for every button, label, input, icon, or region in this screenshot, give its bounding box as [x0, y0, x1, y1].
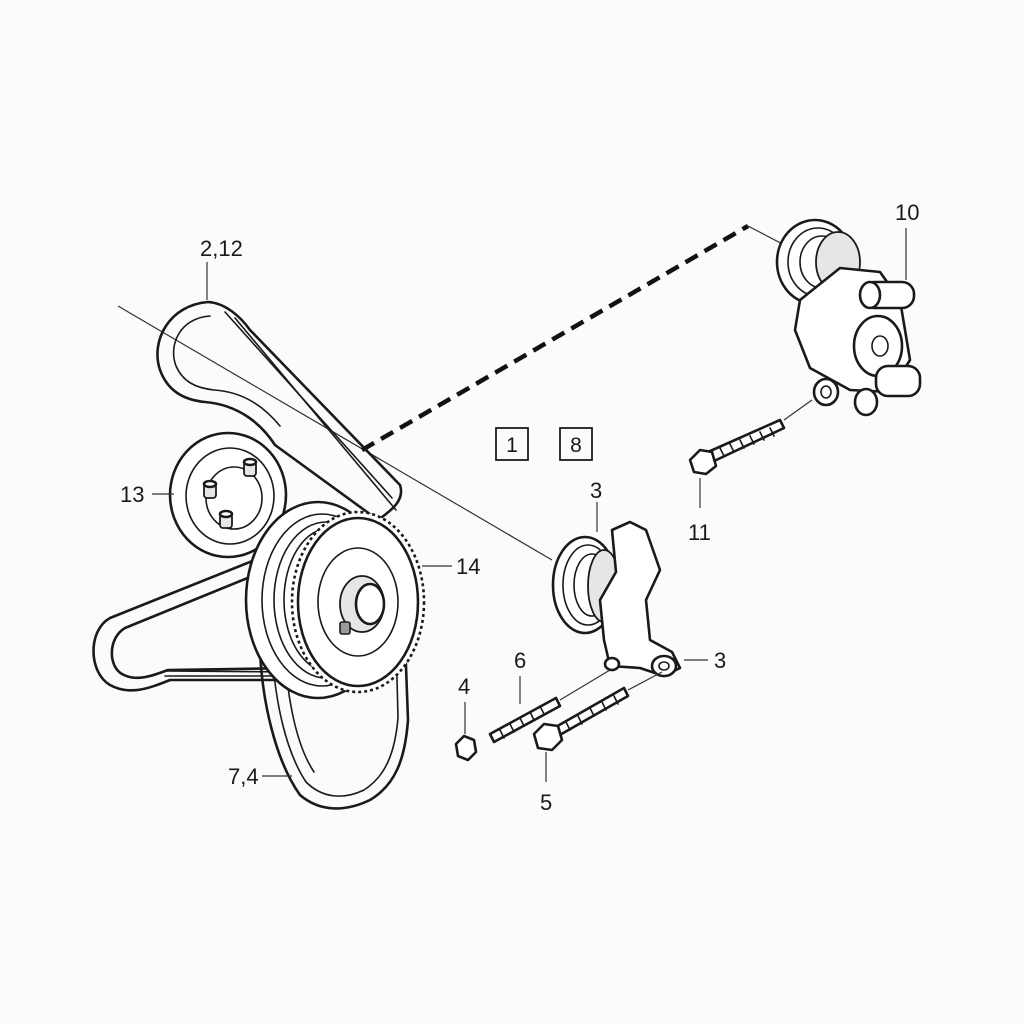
callout-belt: 2,12 [200, 236, 243, 261]
callout-bracket-right: 3 [714, 648, 726, 673]
crankshaft-pulley [244, 500, 426, 700]
callout-bracket-bolt: 6 [514, 648, 526, 673]
boxed-label-1: 1 [506, 434, 518, 457]
boxed-label-8: 8 [570, 434, 582, 457]
boxed-label-frame-1 [495, 427, 529, 461]
drive-belt [92, 300, 410, 810]
bracket-bolt [488, 669, 611, 744]
callout-bracket-top: 3 [590, 478, 602, 503]
reference-line [117, 305, 553, 561]
callout-bracket-bolt-lower: 5 [540, 790, 552, 815]
nut [454, 734, 478, 762]
tensioner-unit [775, 218, 922, 417]
tensioner-bolt [688, 399, 813, 476]
callout-tensioner-unit: 10 [895, 200, 919, 225]
callout-idler-pulley: 13 [120, 482, 144, 507]
assembly-dashed-line [360, 224, 750, 452]
callout-tensioner-bolt: 11 [688, 520, 711, 545]
boxed-label-frame-8 [559, 427, 593, 461]
callout-belt-lower: 7,4 [228, 764, 259, 789]
idler-bracket [551, 520, 682, 678]
bracket-bolt-lower [532, 671, 663, 752]
callout-crankshaft-pulley: 14 [456, 554, 480, 579]
callout-nut: 4 [458, 674, 470, 699]
idler-pulley [168, 431, 288, 559]
